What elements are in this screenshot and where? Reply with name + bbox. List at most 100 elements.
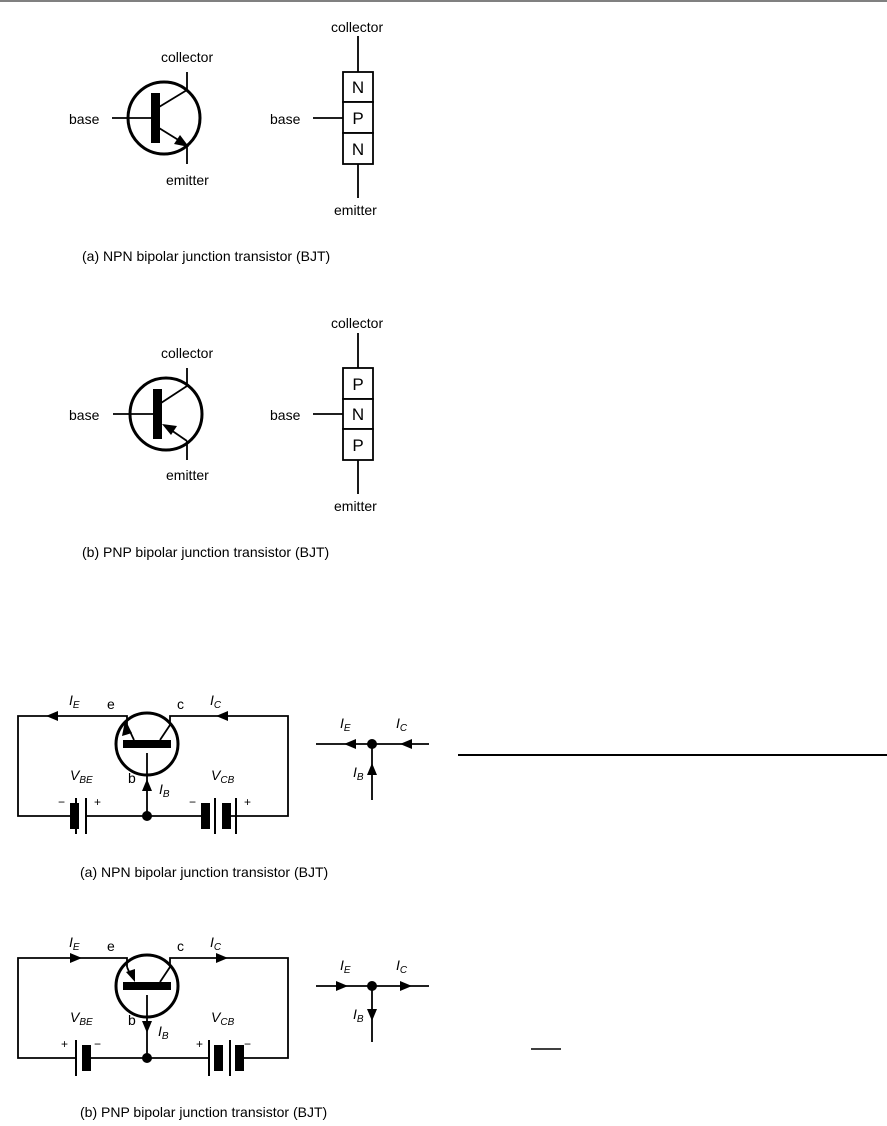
pnp-circuit-left-loop (17, 957, 128, 1059)
figure1-pnp-caption: (b) PNP bipolar junction transistor (BJT… (82, 544, 329, 560)
pnp-circuit-junction-dot (142, 1053, 152, 1063)
pnp-layer-collector (342, 367, 374, 400)
npn-layers-base-label: base (270, 111, 301, 127)
npn-region-1: N (352, 78, 364, 97)
npn-base-bar (151, 93, 160, 143)
figure2-npn-caption: (a) NPN bipolar junction transistor (BJT… (80, 864, 328, 880)
pnp-node-ic-arrow (400, 981, 412, 991)
npn-layers: N P N collector base emitter (270, 19, 383, 218)
pnp-node-dot (367, 981, 377, 991)
pnp-bias-circuit: IE IC IB e c b VBE VCB + − + − (17, 934, 289, 1076)
npn-circuit-transistor-circle (114, 711, 180, 777)
npn-vbe-plus: + (94, 795, 101, 809)
npn-emitter-arrow (174, 135, 189, 147)
pnp-ib-label: IB (158, 1023, 169, 1042)
pnp-region-1: P (352, 375, 363, 394)
pnp-ie-arrow (70, 953, 82, 963)
npn-ib-label: IB (159, 781, 170, 800)
pnp-symbol-base-label: base (69, 407, 100, 423)
pnp-ic-arrow (216, 953, 228, 963)
pnp-c-label: c (177, 938, 184, 954)
figure1-npn-caption: (a) NPN bipolar junction transistor (BJT… (82, 248, 330, 264)
npn-vcb-cell-short1 (201, 803, 210, 829)
npn-vbe-label: VBE (70, 767, 93, 786)
pnp-node-ic-label: IC (396, 957, 408, 976)
pnp-symbol-emitter-label: emitter (166, 467, 209, 483)
pnp-e-label: e (107, 938, 115, 954)
pnp-ic-label: IC (210, 934, 222, 953)
pnp-circuit-collector-line (159, 966, 171, 983)
npn-b-label: b (128, 770, 136, 786)
npn-e-label: e (107, 696, 115, 712)
npn-circuit-collector-line (159, 724, 171, 741)
pnp-current-node: IE IC IB (316, 957, 429, 1042)
pnp-layers-emitter-label: emitter (334, 498, 377, 514)
npn-node-ib-arrow (367, 763, 377, 775)
pnp-vcb-plus: + (196, 1037, 203, 1051)
pnp-node-ib-label: IB (353, 1006, 364, 1025)
npn-layers-emitter-label: emitter (334, 202, 377, 218)
npn-ie-arrow (46, 711, 58, 721)
pnp-symbol-collector-label: collector (161, 345, 213, 361)
pnp-layers: P N P collector base emitter (270, 315, 383, 514)
npn-circuit-emitter-arrow (122, 721, 132, 736)
npn-node-ie-label: IE (340, 715, 351, 734)
npn-vcb-plus: + (244, 795, 251, 809)
pnp-emitter-arrow (162, 424, 177, 435)
npn-symbol-base-label: base (69, 111, 100, 127)
pnp-collector-line (160, 385, 188, 404)
npn-vcb-cell-short2 (222, 803, 231, 829)
pnp-circuit-emitter-arrow (126, 969, 135, 982)
npn-c-label: c (177, 696, 184, 712)
pnp-node-ib-arrow (367, 1009, 377, 1021)
npn-layer-collector (342, 71, 374, 103)
npn-current-node: IE IC IB (316, 715, 429, 800)
pnp-layer-base (342, 398, 374, 430)
pnp-region-2: N (352, 405, 364, 424)
pnp-vcb-cell-short2 (235, 1045, 244, 1071)
npn-bias-circuit: IE IC IB e c b VBE VCB − + − + (17, 692, 289, 834)
pnp-node-ie-label: IE (340, 957, 351, 976)
pnp-region-3: P (352, 436, 363, 455)
npn-symbol-collector-label: collector (161, 49, 213, 65)
npn-node-dot (367, 739, 377, 749)
npn-region-3: N (352, 140, 364, 159)
pnp-vbe-minus: − (94, 1037, 101, 1051)
npn-region-2: P (352, 109, 363, 128)
pnp-layers-collector-label: collector (331, 315, 383, 331)
npn-node-ib-label: IB (353, 764, 364, 783)
npn-emitter-line (158, 127, 181, 142)
npn-circuit-base-bar (123, 740, 171, 748)
pnp-ib-arrow (142, 1021, 152, 1033)
pnp-ie-label: IE (69, 934, 80, 953)
npn-layers-collector-label: collector (331, 19, 383, 35)
npn-layer-emitter (342, 132, 374, 165)
npn-vbe-cell-short (70, 803, 79, 829)
pnp-vbe-cell-short (82, 1045, 91, 1071)
npn-vbe-minus: − (58, 795, 65, 809)
pnp-circuit-base-bar (123, 982, 171, 990)
npn-circuit-junction-dot (142, 811, 152, 821)
npn-ie-label: IE (69, 692, 80, 711)
pnp-vcb-cell-short1 (214, 1045, 223, 1071)
pnp-vbe-label: VBE (70, 1009, 93, 1028)
npn-vcb-label: VCB (211, 767, 235, 786)
pnp-layers-base-label: base (270, 407, 301, 423)
npn-node-ie-arrow (344, 739, 356, 749)
pnp-layer-emitter (342, 428, 374, 461)
pnp-circuit-transistor-circle (114, 953, 180, 1019)
npn-symbol-emitter-label: emitter (166, 172, 209, 188)
npn-collector-line (158, 89, 188, 108)
pnp-b-label: b (128, 1012, 136, 1028)
pnp-base-bar (153, 389, 162, 439)
npn-vcb-minus: − (189, 795, 196, 809)
npn-symbol: base collector emitter (69, 49, 213, 188)
npn-node-ic-arrow (400, 739, 412, 749)
npn-node-ic-label: IC (396, 715, 408, 734)
npn-ic-arrow (216, 711, 228, 721)
pnp-emitter-line (170, 429, 188, 442)
pnp-vcb-minus: − (244, 1037, 251, 1051)
pnp-node-ie-arrow (336, 981, 348, 991)
